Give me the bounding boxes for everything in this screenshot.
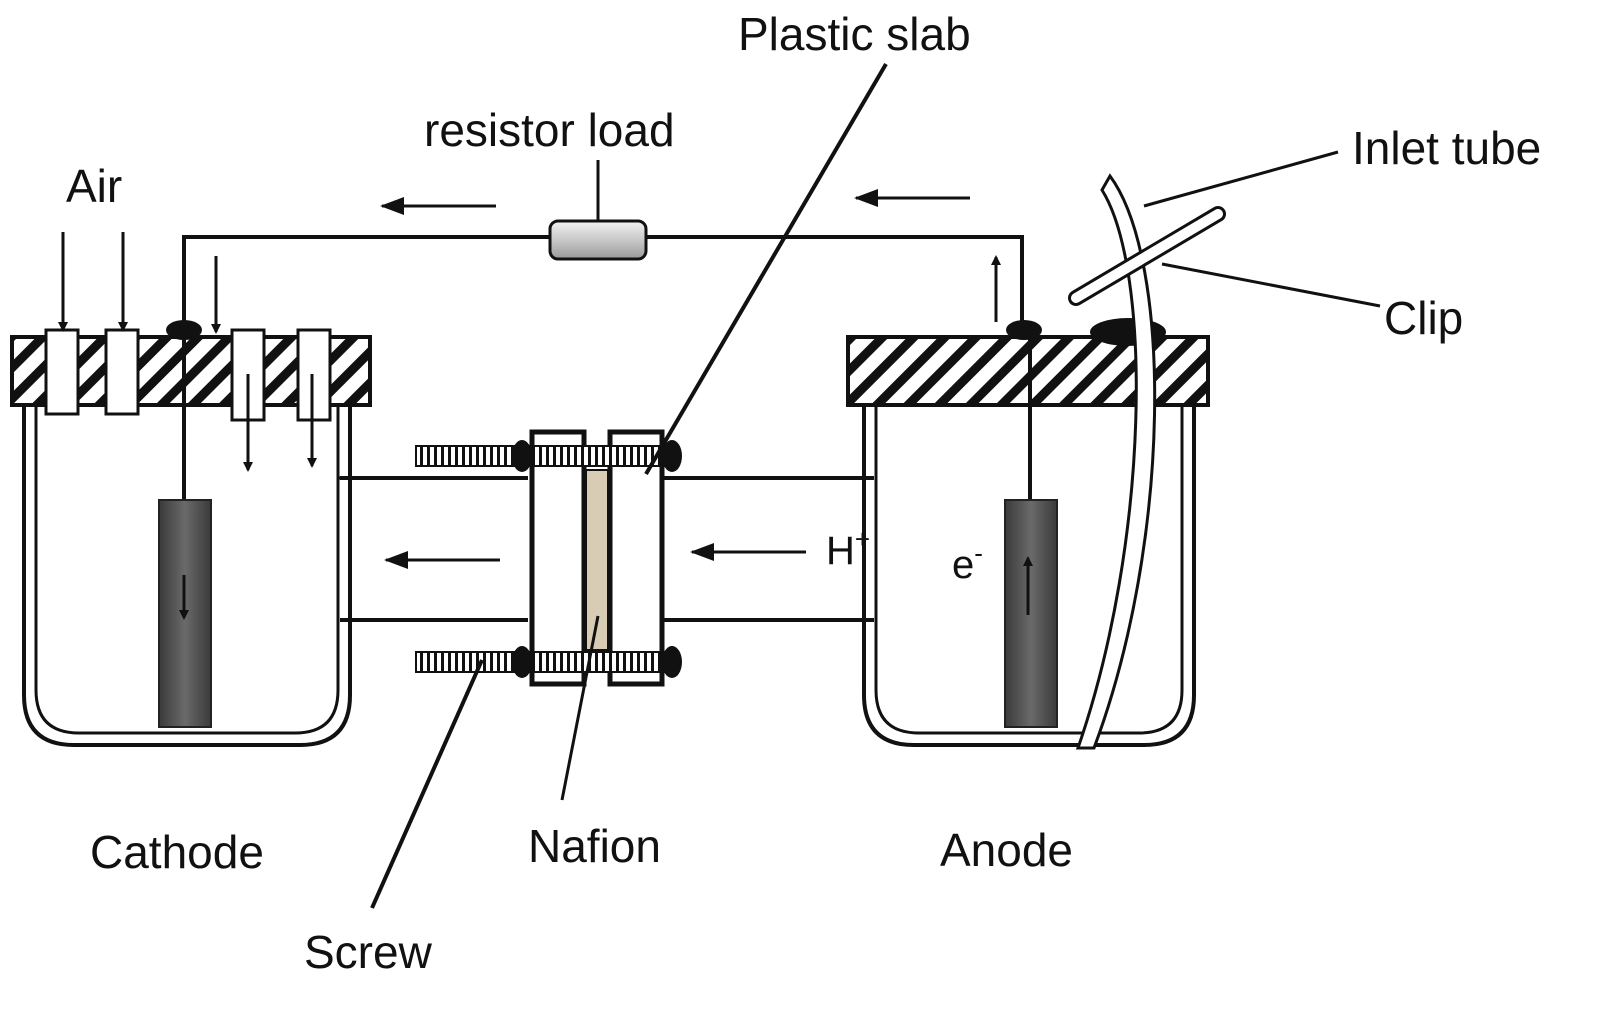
air-port-2	[104, 328, 140, 416]
plastic-slab-right	[607, 429, 665, 687]
label-nafion: Nafion	[528, 820, 661, 872]
air-port-1	[44, 328, 80, 416]
label-screw: Screw	[304, 926, 433, 978]
nut-bottom-left	[512, 646, 532, 678]
plastic-slab-leader	[644, 62, 888, 476]
label-air: Air	[66, 160, 122, 212]
label-clip: Clip	[1384, 292, 1463, 344]
membrane-assembly	[415, 429, 682, 687]
label-electron: e-	[952, 538, 983, 587]
nut-top-right	[662, 440, 682, 472]
label-inlet-tube: Inlet tube	[1352, 122, 1541, 174]
resistor	[548, 219, 648, 261]
inlet-tube	[1075, 173, 1157, 750]
plastic-slab-left	[529, 429, 587, 687]
clip-leader	[1161, 262, 1381, 308]
nafion-membrane	[585, 469, 609, 651]
circuit-wire-left	[182, 235, 550, 330]
tube-seal	[1090, 318, 1166, 346]
label-cathode: Cathode	[90, 826, 264, 878]
nut-bottom-right	[662, 646, 682, 678]
cathode-lid	[10, 320, 372, 422]
circuit-wire-right	[645, 235, 1024, 330]
cathode-chamber	[22, 405, 528, 747]
anode-electrode	[1004, 499, 1058, 728]
label-anode: Anode	[940, 824, 1073, 876]
label-resistor-load: resistor load	[424, 104, 675, 156]
screw-leader	[370, 659, 484, 909]
inlet-tube-leader	[1143, 150, 1339, 208]
nafion-leader	[560, 615, 600, 801]
clip	[1071, 209, 1223, 303]
nut-top-left	[512, 440, 532, 472]
label-proton: H+	[826, 524, 870, 573]
anode-chamber	[662, 405, 1196, 747]
label-plastic-slab: Plastic slab	[738, 8, 971, 60]
air-port-4	[296, 328, 332, 422]
